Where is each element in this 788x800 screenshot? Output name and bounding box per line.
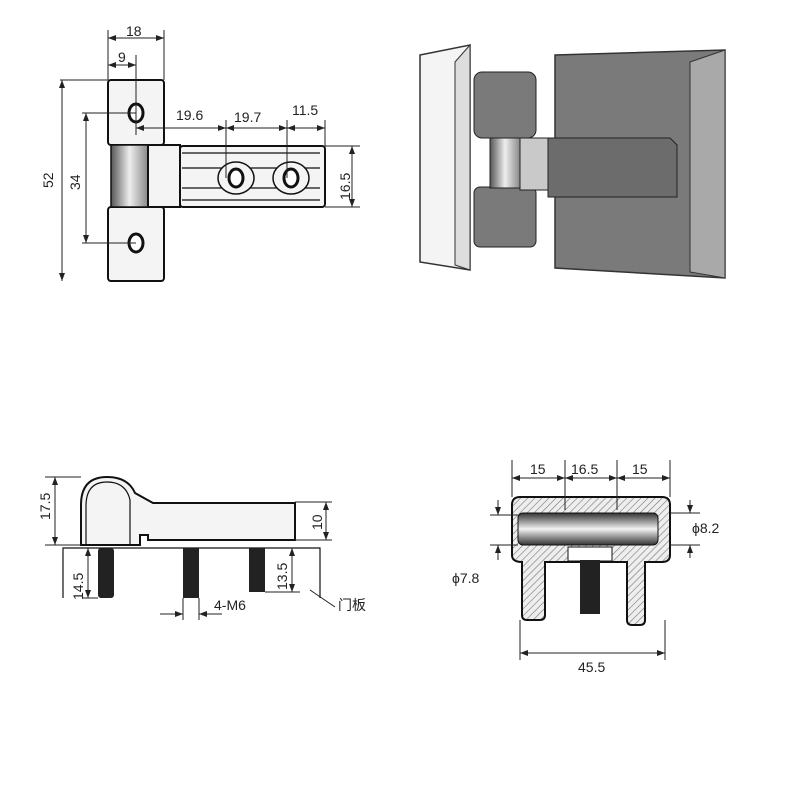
top-view: 18 9 52 34 19.6 19.7 11.5 16.5 <box>40 23 360 282</box>
hinge-body-profile <box>80 475 296 546</box>
dim-stud-left: 14.5 <box>70 573 86 600</box>
dim-stud-right: 13.5 <box>274 563 290 590</box>
dim-section-left: 15 <box>530 461 546 477</box>
dim-hole-offset: 9 <box>118 49 126 65</box>
stud-right <box>249 548 265 592</box>
knuckle <box>110 144 149 208</box>
dim-arm-thickness: 10 <box>309 514 325 530</box>
sleeve <box>147 144 181 208</box>
lower-knuckle <box>473 186 537 248</box>
dim-arm-end: 11.5 <box>292 102 318 118</box>
dim-arm-height: 16.5 <box>337 173 353 200</box>
dim-section-middle: 16.5 <box>571 461 598 477</box>
dim-overall-height: 52 <box>40 172 56 188</box>
dim-total-height: 17.5 <box>37 493 53 520</box>
dim-hole-spacing: 34 <box>67 174 83 190</box>
stud-left <box>98 548 114 598</box>
dim-arm-hole-2: 19.7 <box>234 109 261 125</box>
dim-section-right: 15 <box>632 461 648 477</box>
section-view: 15 16.5 15 45.5 ϕ8.2 ϕ7.8 <box>452 460 720 675</box>
hinge-pin <box>517 512 659 546</box>
upper-knuckle <box>473 71 537 139</box>
dim-thread: 4-M6 <box>214 597 246 613</box>
stud-middle <box>183 548 199 598</box>
hinge-arm <box>547 137 678 198</box>
door-panel-label: 门板 <box>338 597 366 613</box>
dim-leg-diameter: ϕ7.8 <box>452 570 480 586</box>
dim-pin-diameter: ϕ8.2 <box>692 520 720 536</box>
dim-overall-width: 18 <box>126 23 142 39</box>
dim-total-width: 45.5 <box>578 659 605 675</box>
section-stud <box>580 560 600 614</box>
isometric-view <box>419 43 726 279</box>
side-view: 17.5 10 14.5 13.5 4-M6 门板 <box>37 475 366 620</box>
dim-arm-hole-1: 19.6 <box>176 107 203 123</box>
